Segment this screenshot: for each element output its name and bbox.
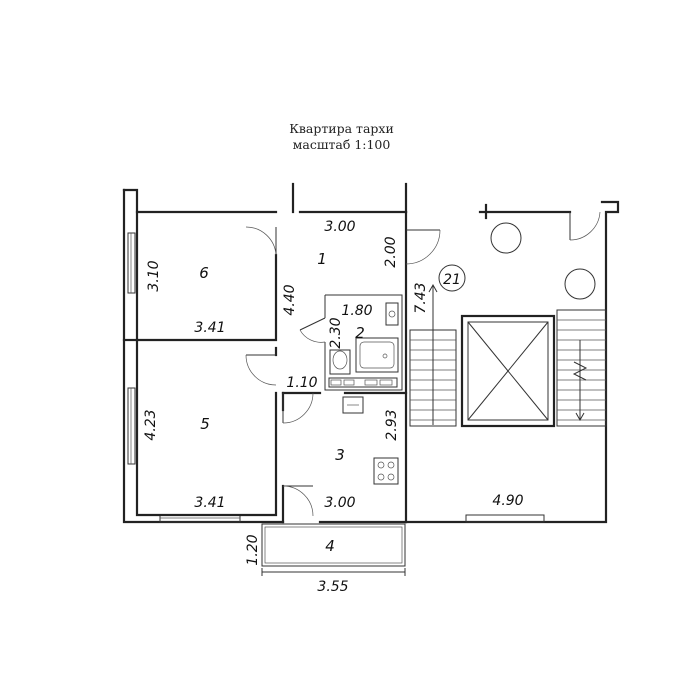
subtitle: масштаб 1:100 bbox=[292, 137, 391, 152]
dim-room1-height: 4.40 bbox=[282, 284, 298, 315]
room-number-21-circle bbox=[438, 264, 466, 292]
room-number-3: 3 bbox=[335, 446, 345, 464]
bathtub bbox=[355, 337, 399, 373]
toilet bbox=[329, 349, 351, 375]
title: Квартира тархи bbox=[289, 121, 394, 136]
window-left-upper bbox=[127, 232, 136, 294]
door-balcony bbox=[282, 485, 314, 517]
room-number-21: 21 bbox=[443, 272, 461, 288]
dim-room1-width: 3.00 bbox=[324, 219, 355, 235]
room-number-2: 2 bbox=[355, 324, 365, 342]
dim-room3-width: 3.00 bbox=[324, 495, 355, 511]
elevator-shaft bbox=[460, 314, 556, 428]
room-number-5: 5 bbox=[200, 415, 210, 433]
door-stair-hall bbox=[405, 229, 441, 265]
stair-hall-walls bbox=[404, 200, 620, 524]
dim-room6-height: 3.10 bbox=[146, 260, 162, 291]
dim-bath-height: 2.30 bbox=[328, 317, 344, 348]
dim-balcony-width: 3.55 bbox=[317, 579, 348, 595]
door-entrance bbox=[282, 392, 314, 424]
dim-room5-width: 3.41 bbox=[194, 495, 225, 511]
bath-counter bbox=[328, 377, 398, 388]
door-room6 bbox=[245, 226, 277, 256]
dim-room3-height: 2.93 bbox=[384, 409, 400, 440]
door-bathroom bbox=[299, 317, 326, 343]
column-left bbox=[490, 222, 522, 254]
dim-bath-width: 1.80 bbox=[341, 303, 372, 319]
dim-stair-height: 7.43 bbox=[413, 282, 429, 313]
stair-arrow-right bbox=[572, 340, 588, 422]
sink-bath bbox=[385, 302, 399, 326]
room-number-1: 1 bbox=[317, 250, 327, 268]
kitchen-sink bbox=[342, 396, 364, 414]
stair-right bbox=[556, 309, 607, 427]
dim-wc-width: 1.10 bbox=[286, 375, 317, 391]
kitchen-stove bbox=[373, 457, 399, 485]
balcony bbox=[261, 523, 406, 576]
dim-room5-height: 4.23 bbox=[143, 409, 159, 440]
room-number-6: 6 bbox=[199, 264, 209, 282]
column-right bbox=[564, 268, 596, 300]
interior-walls bbox=[122, 210, 408, 524]
dim-room1-depth: 2.00 bbox=[383, 236, 399, 267]
exterior-walls bbox=[122, 182, 408, 524]
window-left-lower bbox=[127, 387, 136, 465]
room-number-4: 4 bbox=[325, 537, 335, 555]
dim-stair-width: 4.90 bbox=[492, 493, 523, 509]
dim-room6-width: 3.41 bbox=[194, 320, 225, 336]
dim-balcony-height: 1.20 bbox=[245, 534, 261, 565]
door-stair-right bbox=[569, 211, 601, 241]
stair-arrow-left bbox=[428, 283, 438, 425]
door-room5 bbox=[245, 354, 277, 386]
